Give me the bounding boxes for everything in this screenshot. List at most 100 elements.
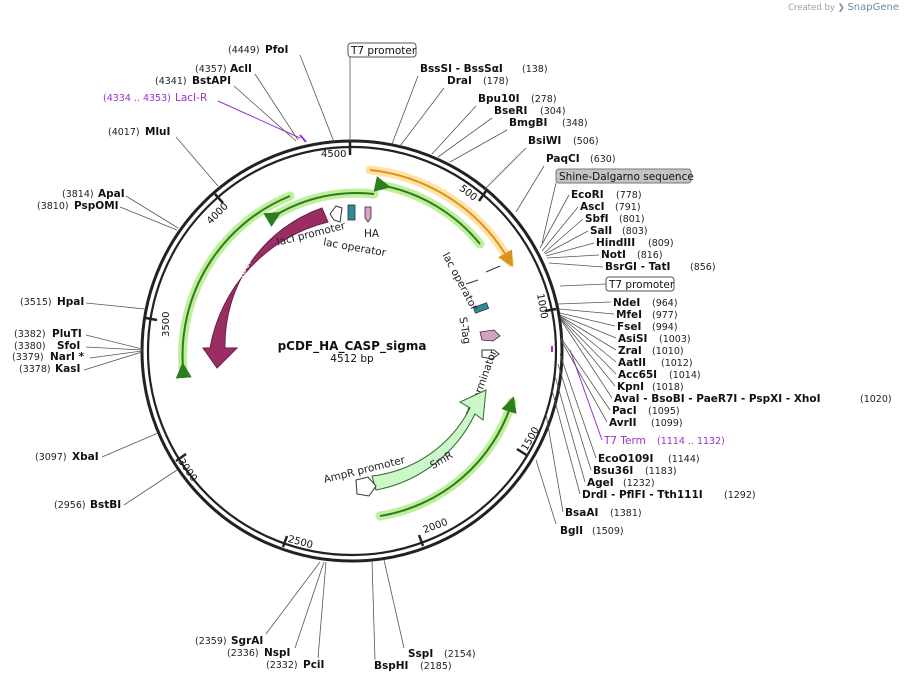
- snapgene-logo-icon: ❯: [837, 3, 845, 13]
- t7-promoter-top-box[interactable]: T7 promoter: [347, 42, 417, 141]
- site-acli[interactable]: (4357) AclI: [195, 63, 299, 141]
- site-pos: (178): [483, 76, 509, 87]
- shine-dalgarno-box[interactable]: Shine-Dalgarno sequence: [541, 168, 694, 244]
- site-name: PluTI: [52, 328, 82, 340]
- site-paci[interactable]: PacI (1095): [560, 337, 680, 417]
- site-name: SfoI: [57, 340, 80, 352]
- site-bsphi[interactable]: BspHI (2185): [371, 560, 452, 672]
- site-name: FseI: [617, 321, 641, 333]
- site-drdi[interactable]: DrdI - PflFI - Tth111I (1292): [551, 389, 756, 501]
- site-aatii[interactable]: AatII (1012): [560, 316, 693, 369]
- site-pos: (1509): [592, 526, 624, 537]
- site-pcii[interactable]: (2332) PciI: [266, 561, 327, 671]
- site-kasi[interactable]: (3378) KasI: [19, 351, 143, 375]
- site-sali[interactable]: SalI (803): [544, 225, 648, 255]
- site-avrii[interactable]: AvrII (1099): [560, 339, 683, 429]
- t7-promoter-right-box[interactable]: T7 promoter: [559, 276, 675, 292]
- site-pos: (1012): [661, 358, 693, 369]
- site-bsssi[interactable]: BssSI - BssSαI (138): [391, 63, 548, 145]
- site-sfoi[interactable]: (3380) SfoI: [14, 340, 143, 352]
- site-fsei[interactable]: FseI (994): [559, 312, 678, 333]
- site-name: EcoO109I: [598, 453, 653, 465]
- site-agei[interactable]: AgeI (1232): [554, 375, 655, 489]
- site-bgli[interactable]: BglI (1509): [535, 459, 624, 537]
- site-pos: (4341): [155, 76, 187, 87]
- plasmid-length: 4512 bp: [330, 353, 374, 365]
- site-name: PspOMI: [74, 200, 119, 212]
- laci-label: lacI: [235, 258, 254, 280]
- site-kpni[interactable]: KpnI (1018): [560, 318, 684, 393]
- site-pos: (2185): [420, 661, 452, 672]
- primer-laci-r[interactable]: (4334 .. 4353) LacI-R: [103, 92, 307, 143]
- site-pos: (4357): [195, 64, 227, 75]
- site-mlui[interactable]: (4017) MluI: [108, 126, 219, 187]
- site-bsu36i[interactable]: Bsu36I (1183): [557, 363, 677, 477]
- site-pos: (3378): [19, 364, 51, 375]
- site-ecoo109i[interactable]: EcoO109I (1144): [559, 353, 700, 465]
- site-mfei[interactable]: MfeI (977): [558, 308, 678, 321]
- site-name: BsrGI - TatI: [605, 261, 670, 273]
- site-name: DrdI - PflFI - Tth111I: [582, 489, 703, 501]
- site-pos: (138): [522, 64, 548, 75]
- site-bsiwi[interactable]: BsiWI (506): [483, 135, 599, 191]
- site-sbfi[interactable]: SbfI (801): [543, 213, 645, 254]
- site-sspi[interactable]: SspI (2154): [383, 559, 476, 660]
- site-pos: (803): [622, 226, 648, 237]
- site-name: AvaI - BsoBI - PaeR7I - PspXI - XhoI: [614, 393, 821, 405]
- site-name: NotI: [601, 249, 626, 261]
- site-bmgbi[interactable]: BmgBI (348): [449, 117, 588, 163]
- site-apai[interactable]: (3814) ApaI: [62, 188, 179, 229]
- site-pos: (3382): [14, 329, 46, 340]
- site-ndei[interactable]: NdeI (964): [557, 297, 678, 309]
- site-asisi[interactable]: AsiSI (1003): [559, 314, 691, 345]
- site-drai[interactable]: DraI (178): [399, 75, 509, 147]
- site-avai[interactable]: AvaI - BsoBI - PaeR7I - PspXI - XhoI (10…: [560, 319, 892, 405]
- site-ecori[interactable]: EcoRI (778): [539, 189, 642, 249]
- site-bsrgi[interactable]: BsrGI - TatI (856): [548, 261, 716, 273]
- site-pos: (1183): [645, 466, 677, 477]
- site-pos: (809): [648, 238, 674, 249]
- site-pos: (1099): [651, 418, 683, 429]
- site-xbai[interactable]: (3097) XbaI: [35, 432, 159, 463]
- site-bseri[interactable]: BseRI (304): [437, 105, 566, 158]
- site-hindiii[interactable]: HindIII (809): [545, 237, 674, 257]
- site-noti[interactable]: NotI (816): [546, 249, 663, 261]
- site-name: BmgBI: [509, 117, 547, 129]
- tick-label: 4500: [321, 149, 346, 160]
- site-nspi[interactable]: (2336) NspI: [227, 561, 325, 659]
- site-pfoi[interactable]: (4449) PfoI: [228, 44, 335, 143]
- ha-feature[interactable]: HA: [364, 206, 380, 240]
- site-acc65i[interactable]: Acc65I (1014): [560, 317, 701, 381]
- lac-operator-2-feature[interactable]: lac operator: [440, 251, 501, 314]
- site-pos: (1003): [659, 334, 691, 345]
- site-pos: (3810): [37, 201, 69, 212]
- site-pluti[interactable]: (3382) PluTI: [14, 328, 143, 350]
- site-name: EcoRI: [571, 189, 604, 201]
- site-pspomi[interactable]: (3810) PspOMI: [37, 200, 178, 231]
- site-name: Bsu36I: [593, 465, 633, 477]
- site-bsaai[interactable]: BsaAI (1381): [545, 413, 642, 519]
- site-sgrai[interactable]: (2359) SgrAI: [195, 561, 321, 647]
- site-pos: (856): [690, 262, 716, 273]
- site-bpu10i[interactable]: Bpu10I (278): [431, 93, 557, 155]
- site-bstbi[interactable]: (2956) BstBI: [54, 469, 178, 511]
- tick-label: 1000: [534, 293, 549, 320]
- site-name: XbaI: [72, 451, 99, 463]
- site-pos: (4449): [228, 45, 260, 56]
- primer-t7-term-name: T7 Term: [603, 435, 646, 447]
- site-name: DraI: [447, 75, 472, 87]
- site-nari[interactable]: (3379) NarI *: [12, 350, 143, 363]
- s-tag-feature[interactable]: S-Tag: [456, 316, 501, 345]
- site-bstapi[interactable]: (4341) BstAPI: [155, 75, 297, 142]
- site-name: BssSI - BssSαI: [420, 63, 503, 75]
- site-zrai[interactable]: ZraI (1010): [559, 315, 684, 357]
- t7-promoter-right-label: T7 promoter: [608, 279, 675, 291]
- site-hpai[interactable]: (3515) HpaI: [20, 296, 146, 310]
- site-paqci[interactable]: PaqCI (630): [515, 153, 616, 213]
- site-pos: (2154): [444, 649, 476, 660]
- site-pos: (964): [652, 298, 678, 309]
- site-asci[interactable]: AscI (791): [541, 201, 641, 252]
- site-name: ZraI: [618, 345, 642, 357]
- site-name: AscI: [580, 201, 605, 213]
